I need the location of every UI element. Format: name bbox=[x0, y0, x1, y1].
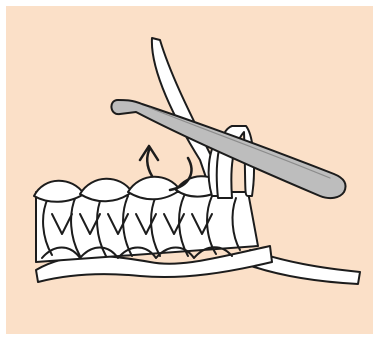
stitch-fabric bbox=[36, 192, 272, 282]
